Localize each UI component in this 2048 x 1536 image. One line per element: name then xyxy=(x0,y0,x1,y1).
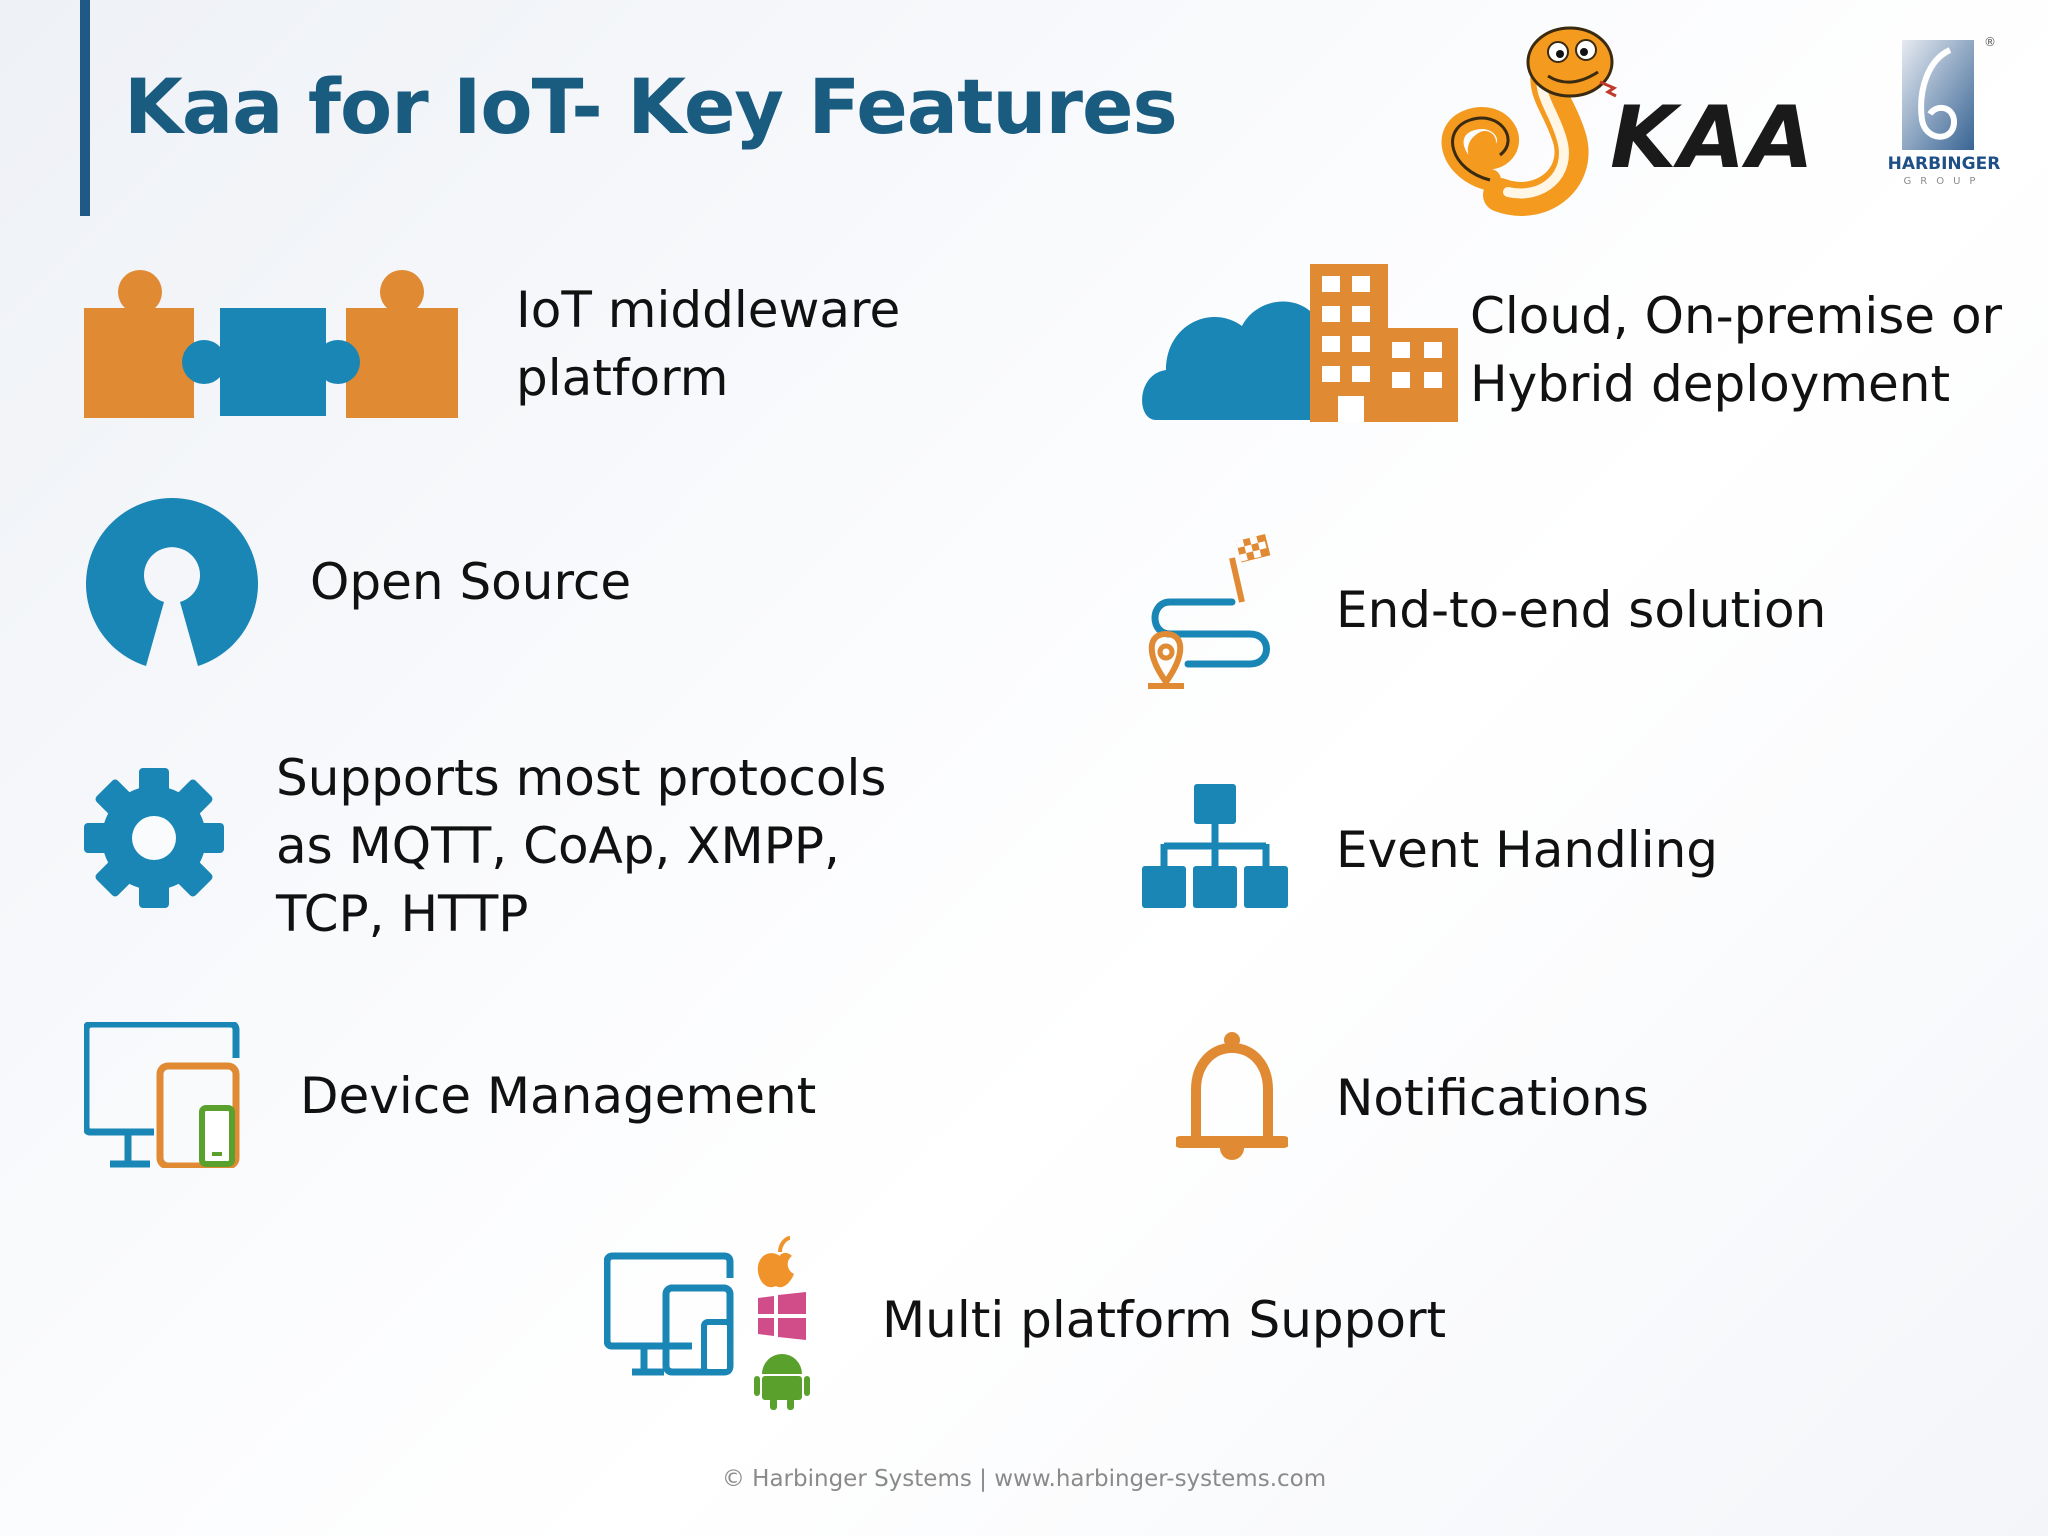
kaa-snake-logo xyxy=(1441,26,1618,216)
route-flag-icon xyxy=(1148,533,1271,689)
harbinger-logo: ® xyxy=(1902,35,1996,150)
cloud-building-icon xyxy=(1142,264,1458,422)
page-title: Kaa for IoT- Key Features xyxy=(124,62,1178,151)
feature-device-management: Device Management xyxy=(300,1067,817,1125)
feature-end-to-end: End-to-end solution xyxy=(1336,581,1827,639)
harbinger-logo-subtext: GROUP xyxy=(1903,176,1985,187)
windows-icon xyxy=(758,1292,806,1340)
feature-notifications: Notifications xyxy=(1336,1069,1649,1127)
gear-icon xyxy=(84,768,224,908)
svg-text:®: ® xyxy=(1984,35,1996,49)
feature-iot-middleware: IoT middleware platform xyxy=(516,281,901,407)
android-icon xyxy=(754,1354,810,1410)
multi-platform-icon xyxy=(604,1236,810,1410)
feature-open-source: Open Source xyxy=(310,553,632,611)
open-source-icon xyxy=(86,498,258,666)
devices-icon xyxy=(84,1022,240,1168)
hierarchy-icon xyxy=(1142,784,1288,908)
puzzle-pieces-icon xyxy=(84,270,458,418)
apple-icon xyxy=(757,1236,794,1288)
feature-protocols: Supports most protocols as MQTT, CoAp, X… xyxy=(276,749,887,943)
kaa-logo-wordmark: KAA xyxy=(1610,88,1816,188)
bell-icon xyxy=(1176,1032,1288,1160)
feature-multi-platform: Multi platform Support xyxy=(882,1291,1447,1349)
footer-copyright: © Harbinger Systems | www.harbinger-syst… xyxy=(721,1466,1327,1492)
title-accent-bar xyxy=(80,0,90,216)
harbinger-logo-wordmark: HARBINGER xyxy=(1887,154,2001,174)
feature-deployment: Cloud, On-premise or Hybrid deployment xyxy=(1470,287,2003,413)
feature-event-handling: Event Handling xyxy=(1336,821,1719,879)
